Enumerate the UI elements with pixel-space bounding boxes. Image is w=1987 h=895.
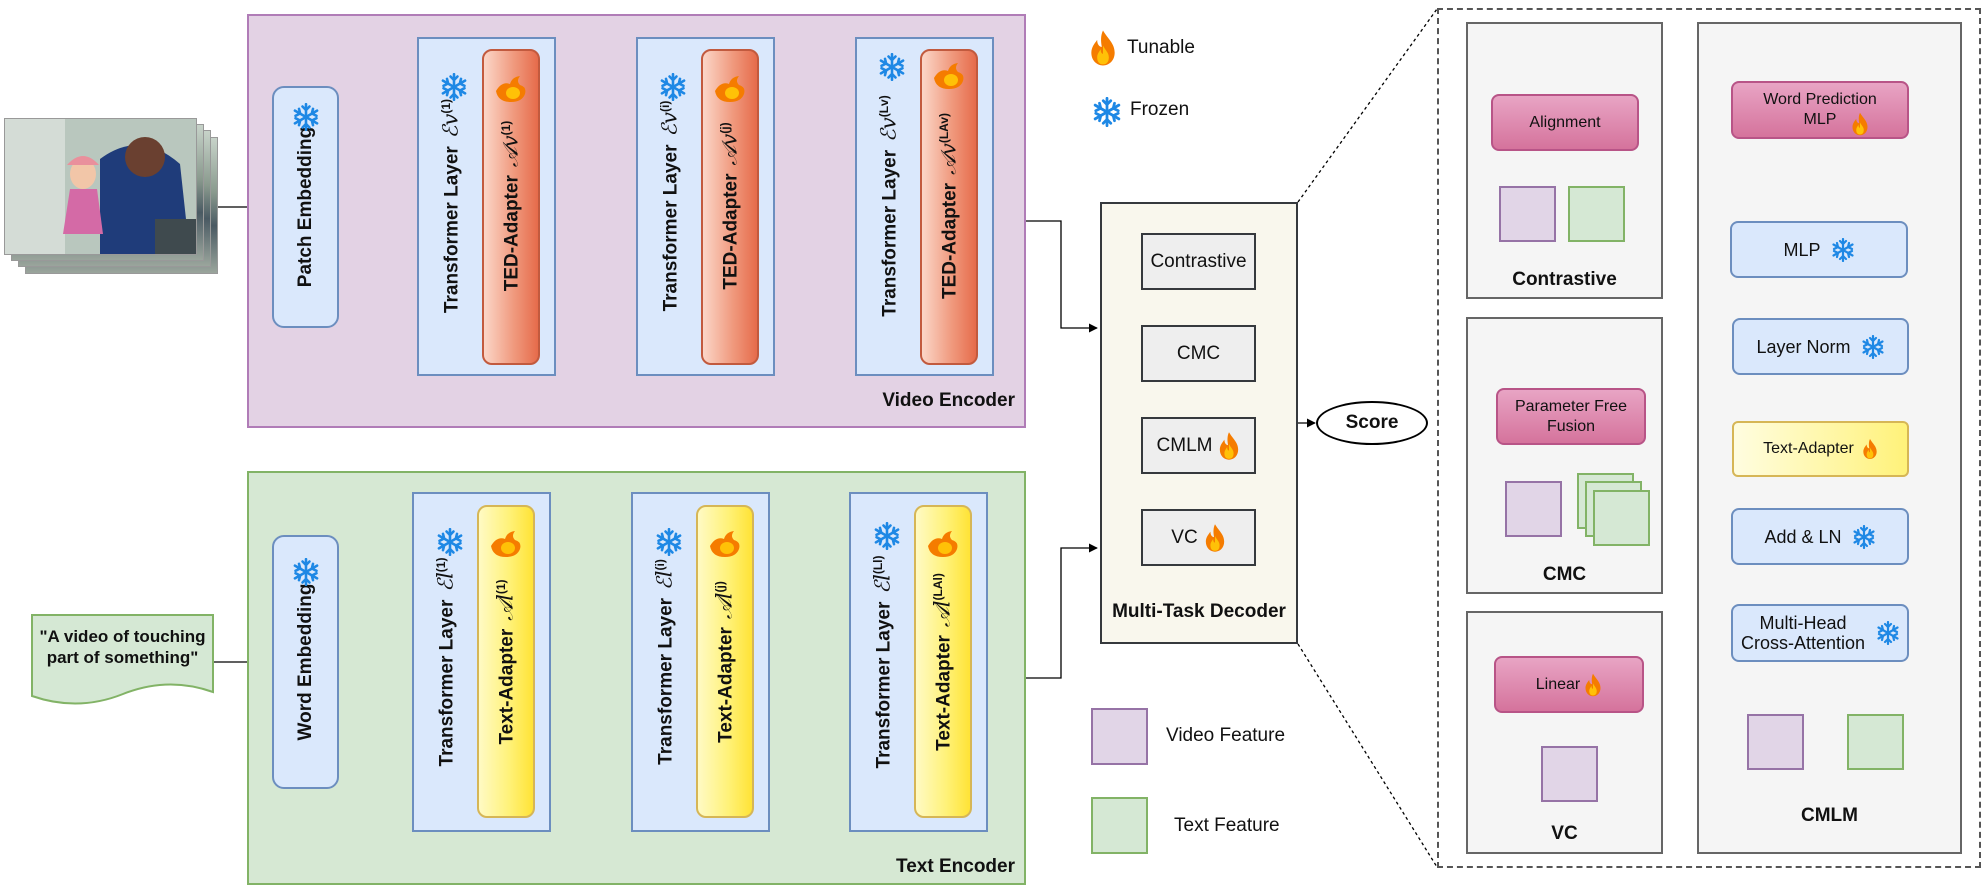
cmlm-detail-title: CMLM <box>1801 805 1858 826</box>
cmlm-text-adapter-block: Text-Adapter <box>1732 421 1909 477</box>
fire-icon <box>1863 439 1877 459</box>
ted-adapter-l <box>920 49 978 365</box>
text-layer-i-label: Transformer Layerℰl(i) <box>652 559 677 765</box>
vc-detail-panel <box>1466 611 1663 854</box>
text-adapter-1-label: Text-Adapter𝒜l(1) <box>493 579 518 745</box>
video-layer-l-label: Transformer Layerℰv(Lv) <box>876 95 901 317</box>
task-cmlm: CMLM <box>1141 417 1256 474</box>
text-adapter-j-label: Text-Adapter𝒜l(j) <box>712 581 737 743</box>
text-encoder-title: Text Encoder <box>896 856 1015 877</box>
linear-block: Linear <box>1494 656 1644 713</box>
contrastive-detail-panel <box>1466 22 1663 299</box>
vc-detail-title: VC <box>1551 823 1578 844</box>
vc-video-feature <box>1541 746 1598 802</box>
video-thumbnail-icon <box>5 119 196 254</box>
task-vc: VC <box>1141 509 1256 566</box>
cmc-text-feature-stack-3 <box>1593 490 1650 546</box>
snowflake-icon <box>441 73 467 101</box>
video-layer-1-label: Transformer Layerℰv(1) <box>438 98 463 314</box>
add-ln-block: Add & LN <box>1731 508 1909 565</box>
fire-icon <box>1585 673 1601 696</box>
snowflake-icon <box>293 103 319 131</box>
fire-icon <box>1205 523 1224 552</box>
snowflake-icon <box>879 53 905 81</box>
zoom-line-bottom <box>1297 643 1438 868</box>
snowflake-icon <box>437 528 463 556</box>
text-adapter-l-label: Text-Adapter𝒜l(LAl) <box>930 573 955 751</box>
fire-icon <box>934 63 964 89</box>
fire-icon <box>491 531 521 557</box>
text-adapter-j <box>696 505 754 818</box>
video-frame-1 <box>4 118 197 255</box>
fire-icon <box>1220 431 1239 460</box>
word-prediction-mlp-block: Word Prediction MLP <box>1731 81 1909 139</box>
snowflake-icon <box>660 73 686 101</box>
task-contrastive: Contrastive <box>1141 233 1256 290</box>
layer-norm-block: Layer Norm <box>1732 318 1909 375</box>
snowflake-icon <box>1876 621 1899 645</box>
zoom-line-top <box>1297 8 1438 203</box>
legend-video-feature-swatch <box>1091 708 1148 765</box>
snowflake-icon <box>1831 237 1854 262</box>
snowflake-icon <box>1093 97 1121 127</box>
snowflake-icon <box>1852 524 1875 549</box>
fire-icon <box>715 76 745 102</box>
fire-icon <box>1091 30 1115 66</box>
text-layer-1-label: Transformer Layerℰl(1) <box>433 557 458 767</box>
cmlm-text-feature <box>1847 714 1904 770</box>
patch-embedding-label: Patch Embedding <box>294 126 316 288</box>
score-output: Score <box>1316 401 1428 445</box>
detail-container <box>1437 8 1981 868</box>
input-text-document <box>31 614 214 705</box>
alignment-block: Alignment <box>1491 94 1639 151</box>
task-cmc: CMC <box>1141 325 1256 382</box>
snowflake-icon <box>874 522 900 550</box>
parameter-free-fusion-block: Parameter Free Fusion <box>1496 388 1646 445</box>
text-adapter-l <box>914 505 972 818</box>
text-adapter-1 <box>477 505 535 818</box>
ted-adapter-j-label: TED-Adapter𝒜v(j) <box>717 122 742 290</box>
video-encoder-title: Video Encoder <box>882 390 1015 411</box>
fire-icon <box>928 531 958 557</box>
arrow-video-to-decoder <box>1026 220 1098 333</box>
ted-adapter-1 <box>482 49 540 365</box>
legend-frozen-label: Frozen <box>1130 99 1190 120</box>
cmc-detail-panel <box>1466 317 1663 594</box>
cmlm-video-feature <box>1747 714 1804 770</box>
snowflake-icon <box>1861 334 1884 359</box>
word-embedding-label: Word Embedding <box>294 583 316 741</box>
fire-icon <box>496 76 526 102</box>
input-text-label: "A video of touching part of something" <box>39 627 206 667</box>
video-layer-i-label: Transformer Layerℰv(i) <box>657 100 682 312</box>
decoder-title: Multi-Task Decoder <box>1112 601 1286 622</box>
legend-text-feature-swatch <box>1091 797 1148 854</box>
snowflake-icon <box>656 528 682 556</box>
legend-tunable-label: Tunable <box>1127 37 1195 58</box>
cmc-detail-title: CMC <box>1542 564 1587 585</box>
legend-video-feature-label: Video Feature <box>1166 725 1286 746</box>
text-layer-l-label: Transformer Layerℰl(Ll) <box>870 555 895 769</box>
ted-adapter-1-label: TED-Adapter𝒜v(1) <box>498 120 523 292</box>
cmc-video-feature <box>1505 481 1562 537</box>
contrastive-detail-title: Contrastive <box>1512 269 1617 290</box>
contrastive-text-feature <box>1568 186 1625 242</box>
contrastive-video-feature <box>1499 186 1556 242</box>
mlp-block: MLP <box>1730 221 1908 278</box>
fire-icon <box>1852 112 1868 136</box>
legend-text-feature-label: Text Feature <box>1174 815 1280 836</box>
fire-icon <box>710 531 740 557</box>
ted-adapter-l-label: TED-Adapter𝒜v(LAv) <box>936 112 961 300</box>
snowflake-icon <box>293 558 319 586</box>
cross-attention-block: Multi-Head Cross-Attention <box>1731 604 1909 662</box>
